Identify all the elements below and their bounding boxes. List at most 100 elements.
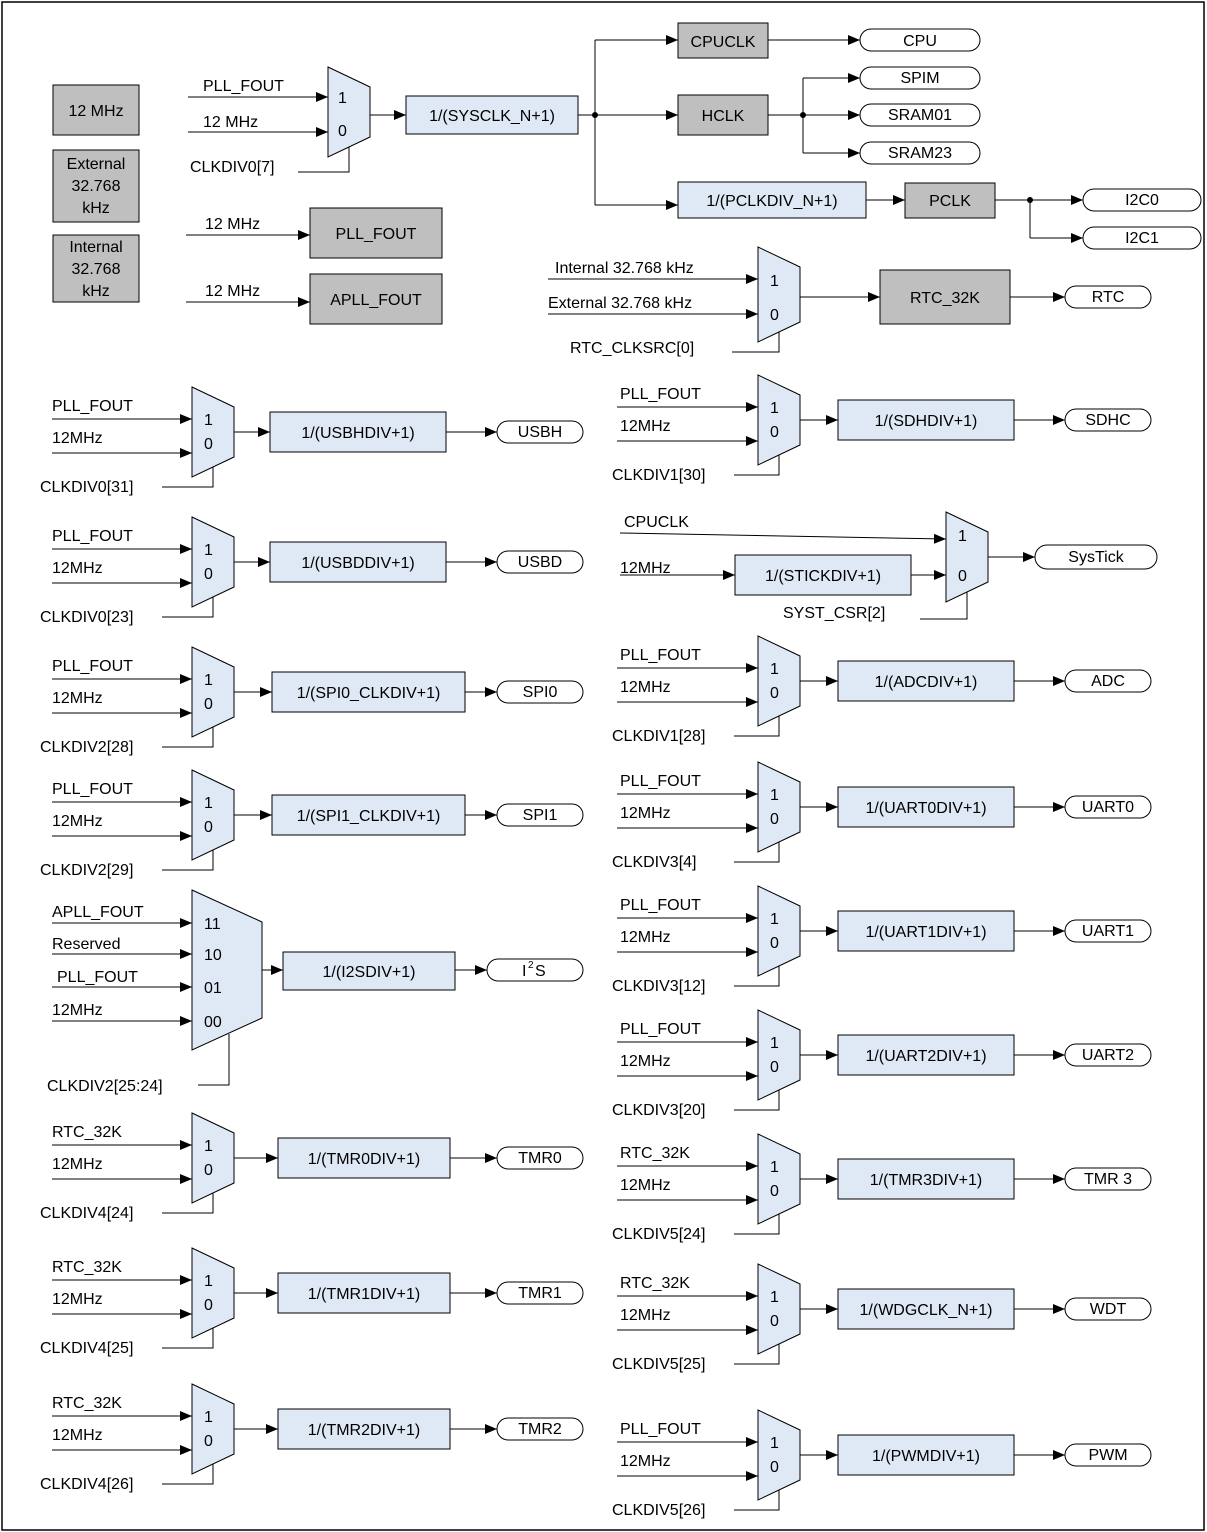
spi0-in0-label: 12MHz [52, 690, 103, 707]
usbd-in0-label: 12MHz [52, 560, 103, 577]
tmr1-sel-label: CLKDIV4[25] [40, 1340, 133, 1357]
uart1-in1-label: PLL_FOUT [620, 897, 701, 914]
sdhc-sel-label: CLKDIV1[30] [612, 467, 705, 484]
tmr3-divider [837, 1158, 1015, 1200]
systick-mux [945, 511, 989, 603]
hclk-label: HCLK [702, 108, 745, 125]
rtc-mux [757, 246, 801, 343]
tmr2-mux [191, 1383, 235, 1475]
spi0-mux-0: 0 [204, 696, 213, 713]
usbd-sel-wire [162, 597, 214, 618]
tmr0-mux-0: 0 [204, 1162, 213, 1179]
source-external-32k-box [52, 149, 140, 223]
adc-sel-wire [734, 716, 780, 737]
spi1-sel-label: CLKDIV2[29] [40, 862, 133, 879]
tmr3-in0-label: 12MHz [620, 1177, 671, 1194]
tmr0-divider [277, 1137, 451, 1179]
pwm-mux [757, 1409, 801, 1501]
wdt-mux [757, 1263, 801, 1355]
usbh-in0-label: 12MHz [52, 430, 103, 447]
uart1-sel-label: CLKDIV3[12] [612, 978, 705, 995]
source-external-32k-line1: External [67, 156, 126, 173]
sdhc-terminal [1064, 408, 1152, 432]
tmr3-chain: RTC_32K12MHz10CLKDIV5[24]1/(TMR3DIV+1)TM… [612, 1133, 1152, 1243]
rtc-mux-0: 0 [770, 307, 779, 324]
apll-section: 12 MHz APLL_FOUT [186, 273, 443, 325]
tmr2-divider-label: 1/(TMR2DIV+1) [308, 1422, 420, 1439]
usbd-in1-label: PLL_FOUT [52, 528, 133, 545]
wdt-sel-wire [734, 1344, 780, 1365]
tmr3-in1-label: RTC_32K [620, 1145, 690, 1162]
uart2-in1-label: PLL_FOUT [620, 1021, 701, 1038]
tmr2-terminal [496, 1417, 584, 1441]
pwm-chain: PLL_FOUT12MHz10CLKDIV5[26]1/(PWMDIV+1)PW… [612, 1409, 1152, 1519]
uart2-label: UART2 [1082, 1047, 1134, 1064]
adc-in1-label: PLL_FOUT [620, 647, 701, 664]
sysclk-mux-1: 1 [338, 90, 347, 107]
sysclk-in0-label: 12 MHz [203, 114, 258, 131]
i2s-in2-label: Reserved [52, 936, 120, 953]
tmr0-in1-label: RTC_32K [52, 1124, 122, 1141]
pll-in-label: 12 MHz [205, 216, 260, 233]
i2s-mux-00: 00 [204, 1014, 222, 1031]
usbh-sel-label: CLKDIV0[31] [40, 479, 133, 496]
sram23-terminal [859, 141, 981, 165]
pwm-divider [837, 1434, 1015, 1476]
rtc-in1-label: Internal 32.768 kHz [555, 260, 694, 277]
tmr1-label: TMR1 [518, 1285, 562, 1302]
sysclk-mux [327, 66, 371, 158]
tmr3-divider-label: 1/(TMR3DIV+1) [870, 1172, 982, 1189]
adc-label: ADC [1091, 673, 1125, 690]
i2c0-label: I2C0 [1125, 192, 1159, 209]
tmr1-in0-label: 12MHz [52, 1291, 103, 1308]
i2s-section: APLL_FOUT Reserved PLL_FOUT 12MHz 11 10 … [47, 889, 584, 1095]
usbh-terminal [496, 420, 584, 444]
i2s-sel-label: CLKDIV2[25:24] [47, 1078, 163, 1095]
source-12mhz-label: 12 MHz [68, 103, 123, 120]
tmr1-terminal [496, 1281, 584, 1305]
uart0-divider-label: 1/(UART0DIV+1) [865, 800, 986, 817]
spi0-terminal [496, 680, 584, 704]
tmr3-terminal [1064, 1167, 1152, 1191]
uart1-mux [757, 885, 801, 977]
hclk-block [677, 94, 769, 136]
i2s-label-sup: 2 [528, 960, 534, 971]
uart2-mux-0: 0 [770, 1059, 779, 1076]
tmr1-in1-label: RTC_32K [52, 1259, 122, 1276]
i2c0-terminal [1082, 188, 1202, 212]
spi1-mux [191, 769, 235, 861]
systick-in0-label: 12MHz [620, 560, 671, 577]
uart0-sel-wire [734, 842, 780, 863]
i2c1-terminal [1082, 226, 1202, 250]
cpuclk-block [677, 22, 769, 59]
uart1-mux-0: 0 [770, 935, 779, 952]
uart1-in0-label: 12MHz [620, 929, 671, 946]
sdhc-in0-label: 12MHz [620, 418, 671, 435]
spi0-in1-label: PLL_FOUT [52, 658, 133, 675]
i2s-label-tail: S [535, 963, 546, 980]
i2s-mux-11: 11 [204, 916, 221, 933]
tmr3-mux [757, 1133, 801, 1225]
uart2-mux-1: 1 [770, 1035, 779, 1052]
uart1-sel-wire [734, 966, 780, 987]
usbh-divider-label: 1/(USBHDIV+1) [301, 425, 414, 442]
uart1-mux-1: 1 [770, 911, 779, 928]
rtc-32k-block [879, 269, 1011, 325]
sram23-label: SRAM23 [888, 145, 952, 162]
sysclk-divider-label: 1/(SYSCLK_N+1) [429, 108, 555, 125]
spim-label: SPIM [900, 70, 939, 87]
spim-terminal [859, 66, 981, 90]
uart0-label: UART0 [1082, 799, 1134, 816]
usbh-mux-0: 0 [204, 436, 213, 453]
spi0-mux-1: 1 [204, 672, 213, 689]
usbd-mux-0: 0 [204, 566, 213, 583]
tmr0-sel-label: CLKDIV4[24] [40, 1205, 133, 1222]
usbd-divider [269, 541, 447, 583]
uart2-divider-label: 1/(UART2DIV+1) [865, 1048, 986, 1065]
source-external-32k-line3: kHz [82, 200, 110, 217]
tmr1-divider-label: 1/(TMR1DIV+1) [308, 1286, 420, 1303]
tmr1-mux-0: 0 [204, 1297, 213, 1314]
uart0-in1-label: PLL_FOUT [620, 773, 701, 790]
